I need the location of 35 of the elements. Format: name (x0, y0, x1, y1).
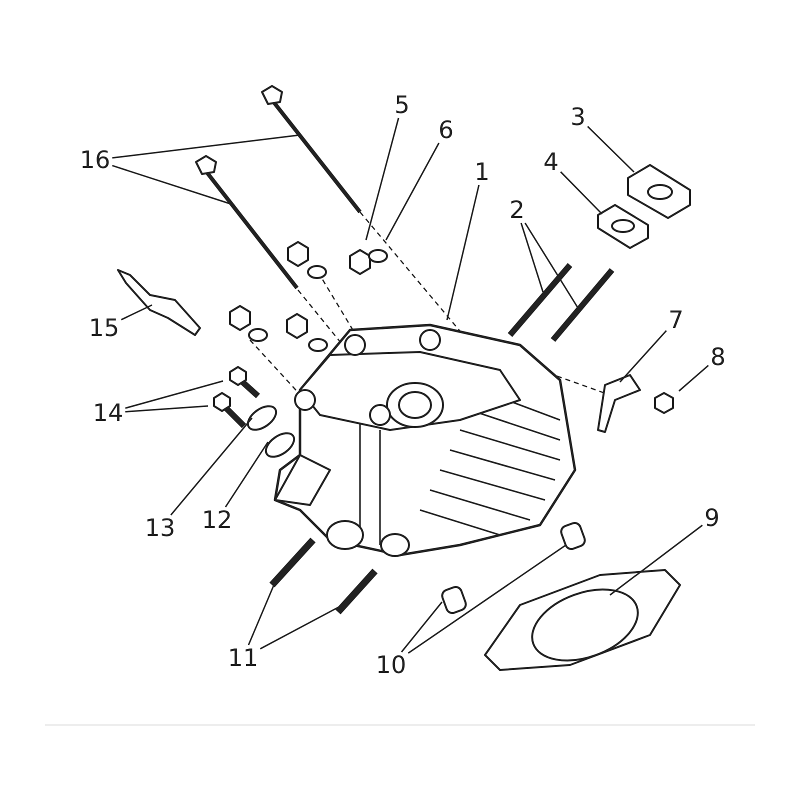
callout-number: 15 (88, 315, 120, 341)
leader-line (587, 126, 635, 173)
callout-number: 9 (704, 505, 720, 531)
leader-line (560, 171, 603, 215)
callout-number: 14 (92, 400, 124, 426)
leader-line (112, 164, 234, 206)
callout-number: 8 (710, 344, 726, 370)
callout-number: 12 (202, 507, 232, 533)
callout-number: 4 (543, 149, 559, 175)
leader-line (400, 602, 443, 652)
leader-line (125, 405, 208, 413)
leader-line (524, 222, 579, 308)
leader-line (112, 134, 300, 159)
callout-number: 5 (394, 92, 410, 118)
leader-line (170, 418, 253, 516)
callout-number: 3 (570, 104, 586, 130)
leader-line (385, 142, 440, 240)
callout-number: 7 (668, 307, 684, 333)
leader-line (224, 442, 269, 508)
leader-line (520, 222, 544, 292)
callout-number: 1 (474, 159, 490, 185)
leader-line (365, 118, 400, 240)
leader-line (125, 380, 224, 409)
leader-line (408, 544, 566, 654)
leader-line (446, 184, 480, 320)
leader-line (678, 364, 709, 392)
callout-number: 6 (438, 117, 454, 143)
leader-line (619, 330, 667, 382)
callout-number: 13 (144, 515, 176, 541)
leader-line (120, 304, 152, 320)
callout-number: 11 (228, 645, 258, 671)
callout-number: 2 (509, 197, 525, 223)
leader-line (610, 524, 703, 596)
callout-number: 10 (376, 652, 406, 678)
callout-number: 16 (80, 147, 110, 173)
